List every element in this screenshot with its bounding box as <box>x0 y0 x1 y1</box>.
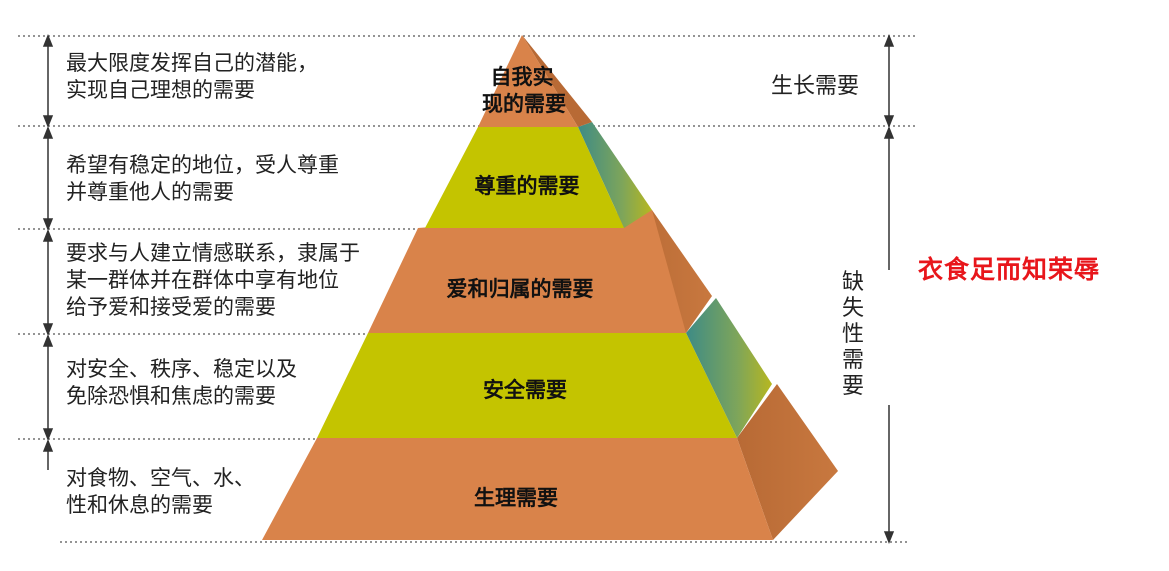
arrow-up-icon <box>42 333 54 347</box>
arrow-down-icon <box>883 531 895 545</box>
level-3-description: 要求与人建立情感联系，隶属于 某一群体并在群体中享有地位 给予爱和接受爱的需要 <box>66 241 360 319</box>
arrow-up-icon <box>42 438 54 452</box>
level-5-front <box>262 438 773 540</box>
level-2-description: 希望有稳定的地位，受人尊重 并尊重他人的需要 <box>66 153 339 204</box>
level-1-description: 最大限度发挥自己的潜能， 实现自己理想的需要 <box>66 51 318 102</box>
level-4-side <box>686 298 772 438</box>
arrow-up-icon <box>42 125 54 139</box>
deficiency-needs-label: 缺失性需要 <box>841 270 864 399</box>
right-arrows <box>883 33 895 545</box>
level-3-front <box>368 210 686 333</box>
level-5-description: 对食物、空气、水、 性和休息的需要 <box>66 466 255 517</box>
level-1-tier <box>478 35 592 127</box>
arrow-down-icon <box>42 323 54 337</box>
growth-needs-label: 生长需要 <box>771 74 860 99</box>
level-5-label: 生理需要 <box>474 486 558 510</box>
level-2-label: 尊重的需要 <box>475 174 580 198</box>
level-2-side <box>578 122 652 228</box>
level-1-front <box>478 35 578 127</box>
motto-text: 衣食足而知荣辱 <box>918 255 1101 284</box>
arrow-up-icon <box>42 228 54 242</box>
level-1-label-line-2: 现的需要 <box>482 92 566 116</box>
level-4-label: 安全需要 <box>483 378 567 402</box>
level-3-tier <box>368 210 712 333</box>
arrow-up-icon <box>883 125 895 139</box>
arrow-up-icon <box>883 33 895 47</box>
arrow-down-icon <box>42 428 54 442</box>
level-2-tier <box>425 122 652 228</box>
level-1-side <box>522 35 592 127</box>
level-3-label: 爱和归属的需要 <box>447 277 594 301</box>
level-separators <box>18 35 915 543</box>
level-5-tier <box>262 384 838 540</box>
level-2-front <box>425 127 624 228</box>
level-4-description: 对安全、秩序、稳定以及 免除恐惧和焦虑的需要 <box>66 357 297 408</box>
level-1-label-line-1: 自我实 <box>491 65 554 89</box>
arrow-down-icon <box>42 218 54 232</box>
arrow-up-icon <box>42 33 54 47</box>
arrow-down-icon <box>883 115 895 129</box>
level-4-front <box>317 333 737 438</box>
level-4-tier <box>317 298 772 438</box>
left-arrows <box>42 33 54 470</box>
level-5-side <box>737 384 838 540</box>
arrow-down-icon <box>42 115 54 129</box>
